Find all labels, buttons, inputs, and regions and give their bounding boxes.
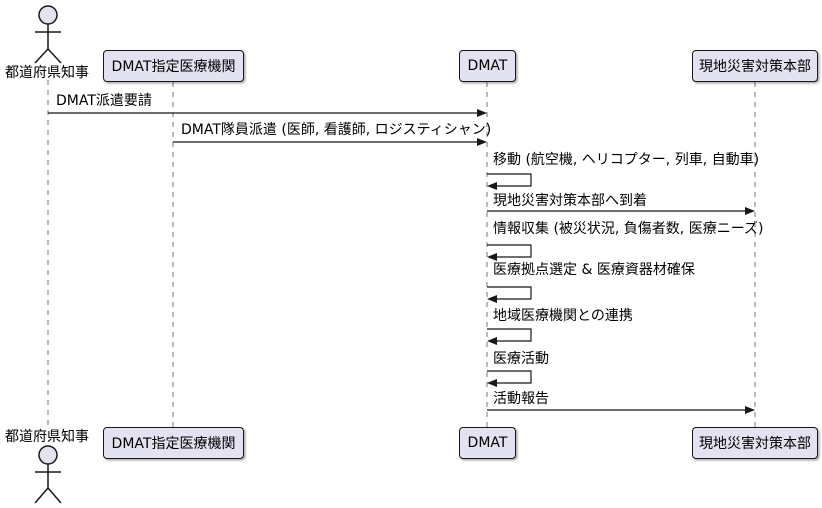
message-label-9: 活動報告 <box>493 391 549 407</box>
message-arrows <box>48 109 755 414</box>
self-loop-7 <box>487 328 532 342</box>
participant-box-institution-bottom: DMAT指定医療機関 <box>103 427 244 459</box>
self-loop-6 <box>487 286 532 300</box>
message-label-6: 医療拠点選定 & 医療資器材確保 <box>493 262 695 278</box>
actor-icon-bottom <box>34 445 62 504</box>
actor-label-governor-top: 都道府県知事 <box>5 65 89 81</box>
message-label-8: 医療活動 <box>493 351 549 367</box>
message-label-4: 現地災害対策本部へ到着 <box>493 193 647 209</box>
arrowhead-right-1 <box>477 109 487 117</box>
arrowhead-left-5 <box>487 253 497 261</box>
participant-box-hq-top: 現地災害対策本部 <box>692 50 818 82</box>
message-label-2: DMAT隊員派遣 (医師, 看護師, ロジスティシャン) <box>181 122 492 138</box>
arrowhead-left-6 <box>487 295 497 303</box>
arrowhead-left-8 <box>487 379 497 387</box>
participant-box-hq-bottom: 現地災害対策本部 <box>692 427 818 459</box>
message-label-5: 情報収集 (被災状況, 負傷者数, 医療ニーズ) <box>493 221 764 237</box>
participant-box-dmat-top: DMAT <box>459 50 516 82</box>
self-message-loops <box>487 173 532 387</box>
message-label-7: 地域医療機関との連携 <box>493 308 633 324</box>
arrowhead-left-3 <box>487 182 497 190</box>
self-loop-3 <box>487 173 532 187</box>
lifelines <box>47 80 756 427</box>
arrowhead-right-4 <box>745 207 755 215</box>
self-loop-5 <box>487 244 532 258</box>
actor-label-governor-bottom: 都道府県知事 <box>5 429 89 445</box>
self-loop-8 <box>487 370 532 384</box>
participant-box-institution-top: DMAT指定医療機関 <box>103 50 244 82</box>
arrowhead-right-9 <box>745 406 755 414</box>
message-label-1: DMAT派遣要請 <box>56 93 152 109</box>
message-label-3: 移動 (航空機, ヘリコプター, 列車, 自動車) <box>493 152 760 168</box>
participant-box-dmat-bottom: DMAT <box>459 427 516 459</box>
arrowhead-left-7 <box>487 337 497 345</box>
actor-icon-top <box>34 5 62 64</box>
arrowhead-right-2 <box>477 138 487 146</box>
